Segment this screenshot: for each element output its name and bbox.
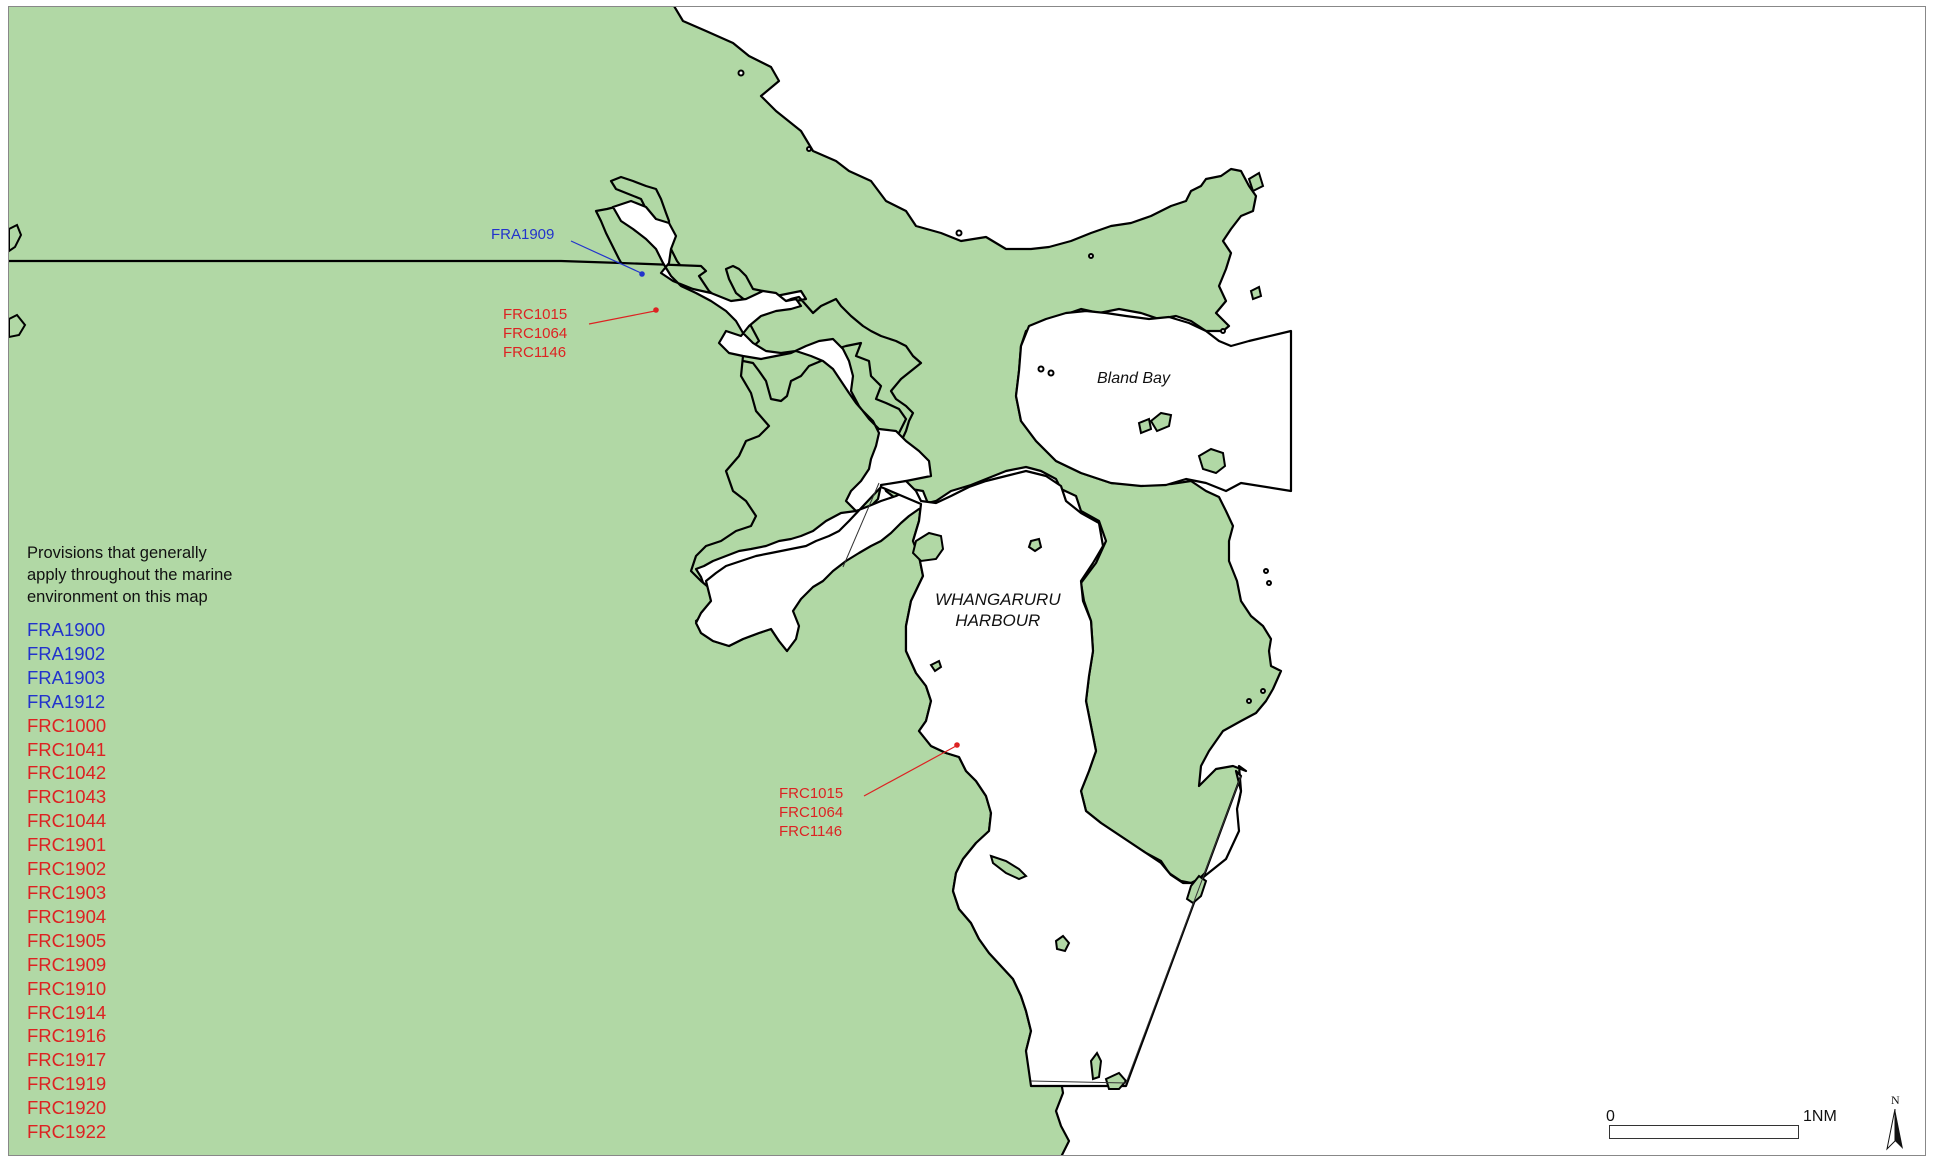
leader-north-red: [588, 310, 656, 325]
legend-red-item-frc1909[interactable]: FRC1909: [27, 953, 107, 975]
rock-3: [955, 229, 963, 237]
legend-red-item-frc1917[interactable]: FRC1917: [27, 1049, 107, 1071]
legend-red-item-frc1910[interactable]: FRC1910: [27, 977, 107, 999]
site-label-north-red[interactable]: FRC1015 FRC1064 FRC1146: [503, 306, 568, 361]
legend-red-item-frc1044[interactable]: FRC1044: [27, 810, 107, 832]
bland-bay-water: [1014, 309, 1293, 493]
legend-blue-item-fra1912[interactable]: FRA1912: [27, 690, 106, 712]
legend-red-item-frc1901[interactable]: FRC1901: [27, 834, 107, 856]
islet-11: [1197, 447, 1227, 475]
rock-6: [1263, 568, 1269, 574]
west-islet-1: [9, 223, 23, 253]
northern-boundary-line: [842, 482, 880, 568]
rock-1: [1037, 365, 1045, 373]
scale-start-label: 0: [1606, 1108, 1615, 1125]
islet-9: [1149, 411, 1173, 433]
rock-9: [1246, 698, 1252, 704]
legend-red-item-frc1902[interactable]: FRC1902: [27, 858, 107, 880]
leader-harbour-red: [863, 745, 957, 797]
rock-2: [1047, 369, 1055, 377]
legend-red-item-frc1920[interactable]: FRC1920: [27, 1097, 107, 1119]
rock-11: [806, 146, 812, 152]
eastern-boundary-line: [1125, 775, 1242, 1084]
legend-red-item-frc1919[interactable]: FRC1919: [27, 1073, 107, 1095]
leader-north-blue: [570, 240, 642, 274]
legend-blue-item-fra1902[interactable]: FRA1902: [27, 642, 106, 664]
rock-4: [1088, 253, 1094, 259]
islet-2: [1027, 537, 1043, 553]
whangaruru-harbour-water: [879, 469, 1243, 1088]
scale-bar-box: [1609, 1125, 1799, 1139]
rock-7: [1266, 580, 1272, 586]
site-label-north-blue[interactable]: FRA1909: [491, 226, 555, 243]
west-islet-2: [9, 313, 27, 339]
legend-red-item-frc1905[interactable]: FRC1905: [27, 929, 107, 951]
legend-red-item-frc1914[interactable]: FRC1914: [27, 1001, 107, 1023]
site-label-harbour-red[interactable]: FRC1015 FRC1064 FRC1146: [779, 785, 844, 840]
map-canvas[interactable]: [9, 7, 1926, 1156]
legend-red-item-frc1903[interactable]: FRC1903: [27, 881, 107, 903]
legend-blue-item-fra1903[interactable]: FRA1903: [27, 666, 106, 688]
north-arrow-icon: N: [1881, 1093, 1911, 1153]
legend-red-item-frc1922[interactable]: FRC1922: [27, 1121, 107, 1143]
map-frame[interactable]: Bland Bay WHANGARURU HARBOUR FRA1909 FRC…: [8, 6, 1926, 1156]
islet-13: [1249, 285, 1263, 301]
whangaruru-harbour-label: WHANGARURU HARBOUR: [935, 590, 1061, 630]
islet-8: [1104, 1071, 1128, 1090]
islet-6: [1054, 934, 1071, 953]
scale-end-label: 1NM: [1803, 1108, 1837, 1125]
islet-10: [1137, 417, 1153, 435]
rock-5: [1220, 328, 1226, 334]
islet-7: [1089, 1051, 1103, 1081]
legend-blue-item-fra1900[interactable]: FRA1900: [27, 619, 106, 640]
north-arrow-shape: [1886, 1109, 1903, 1151]
legend-red-item-frc1042[interactable]: FRC1042: [27, 762, 107, 784]
southern-boundary-line: [1030, 1080, 1127, 1084]
bland-bay-label: Bland Bay: [1097, 370, 1170, 387]
legend-red-item-frc1000[interactable]: FRC1000: [27, 714, 107, 736]
western-inlet: [611, 199, 933, 653]
islet-3: [929, 659, 943, 673]
legend-red-item-frc1041[interactable]: FRC1041: [27, 738, 107, 760]
site-marker-harbour-red[interactable]: [954, 742, 960, 748]
legend: Provisions that generally apply througho…: [27, 542, 327, 1144]
rock-8: [1260, 688, 1266, 694]
legend-heading: Provisions that generally apply througho…: [27, 544, 233, 606]
islet-1: [911, 531, 945, 563]
legend-red-item-frc1043[interactable]: FRC1043: [27, 786, 107, 808]
islet-12: [1247, 171, 1265, 193]
legend-red-item-frc1916[interactable]: FRC1916: [27, 1025, 107, 1047]
rock-10: [737, 69, 745, 77]
site-marker-north-blue[interactable]: [639, 271, 645, 277]
site-marker-north-red[interactable]: [653, 307, 659, 313]
north-label: N: [1891, 1093, 1900, 1107]
islet-4: [989, 854, 1028, 881]
legend-red-item-frc1904[interactable]: FRC1904: [27, 905, 107, 927]
